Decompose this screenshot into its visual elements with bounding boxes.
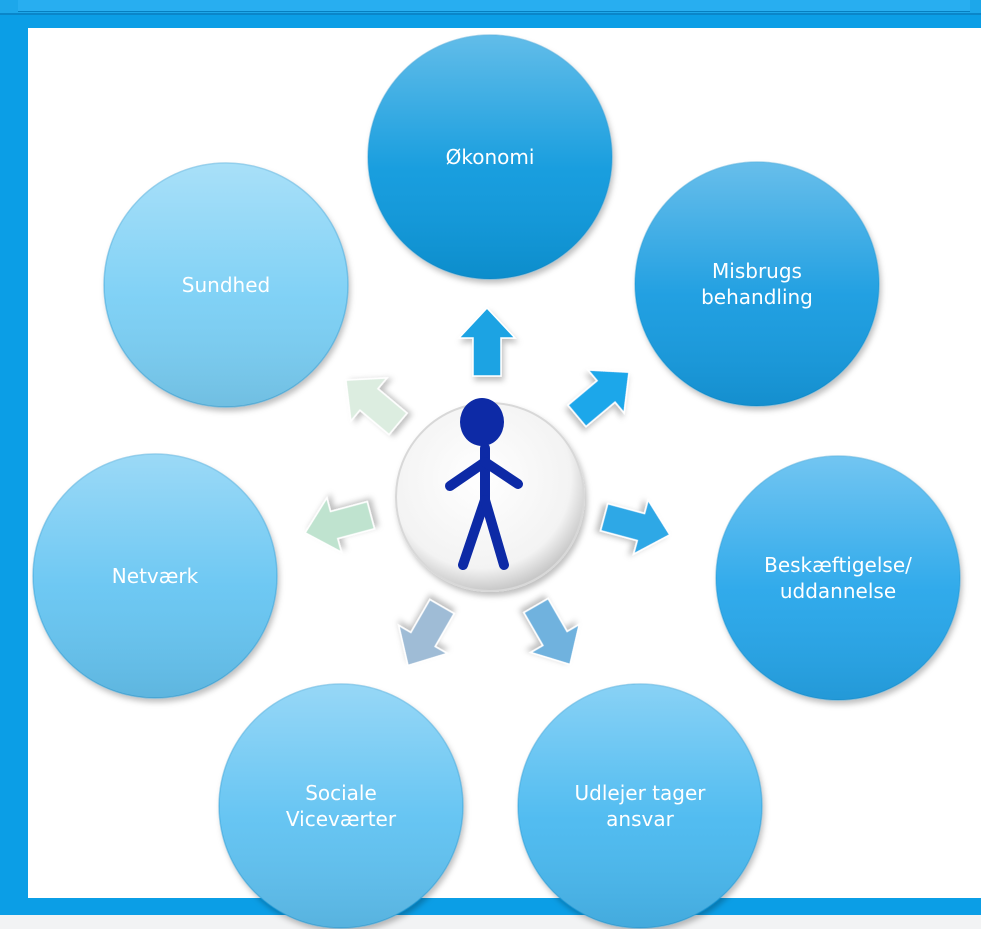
- node-label: Sundhed: [182, 273, 270, 297]
- node-okonomi: Økonomi: [367, 34, 613, 280]
- node-beskaeftigelse: Beskæftigelse/uddannelse: [715, 455, 961, 701]
- node-label: Beskæftigelse/: [764, 553, 912, 577]
- arrows-layer: [304, 306, 671, 667]
- node-label: Misbrugs: [712, 259, 802, 283]
- footer-band: [0, 915, 981, 929]
- node-shine: [33, 454, 277, 698]
- node-label: Udlejer tager: [575, 781, 707, 805]
- node-label: Sociale: [305, 781, 377, 805]
- top-strip: [18, 0, 970, 12]
- arrow-to-netvaerk-icon: [304, 496, 376, 554]
- node-sundhed: Sundhed: [103, 162, 349, 408]
- node-shine: [368, 35, 612, 279]
- arrow-to-udlejer-icon: [522, 597, 581, 666]
- arrow-to-okonomi-icon: [457, 306, 517, 377]
- node-shine: [219, 684, 463, 928]
- arrow-to-misbrug-icon: [566, 369, 630, 428]
- nodes-layer: ØkonomiMisbrugsbehandlingBeskæftigelse/u…: [32, 34, 961, 929]
- node-shine: [716, 456, 960, 700]
- center-node: [395, 398, 585, 592]
- node-label: uddannelse: [780, 579, 896, 603]
- stick-figure-person-icon: [445, 443, 523, 570]
- arrow-to-sundhed-icon: [345, 377, 409, 436]
- arrow-to-beskaeftigelse-icon: [599, 498, 671, 556]
- arrow-to-sociale-icon: [397, 598, 456, 667]
- node-shine: [635, 162, 879, 406]
- node-shine: [104, 163, 348, 407]
- node-label: Netværk: [112, 564, 199, 588]
- node-label: behandling: [701, 285, 813, 309]
- node-label: ansvar: [606, 807, 674, 831]
- node-label: Viceværter: [286, 807, 397, 831]
- node-netvaerk: Netværk: [32, 453, 278, 699]
- node-label: Økonomi: [446, 145, 535, 169]
- stick-figure-head: [460, 398, 504, 446]
- node-shine: [518, 684, 762, 928]
